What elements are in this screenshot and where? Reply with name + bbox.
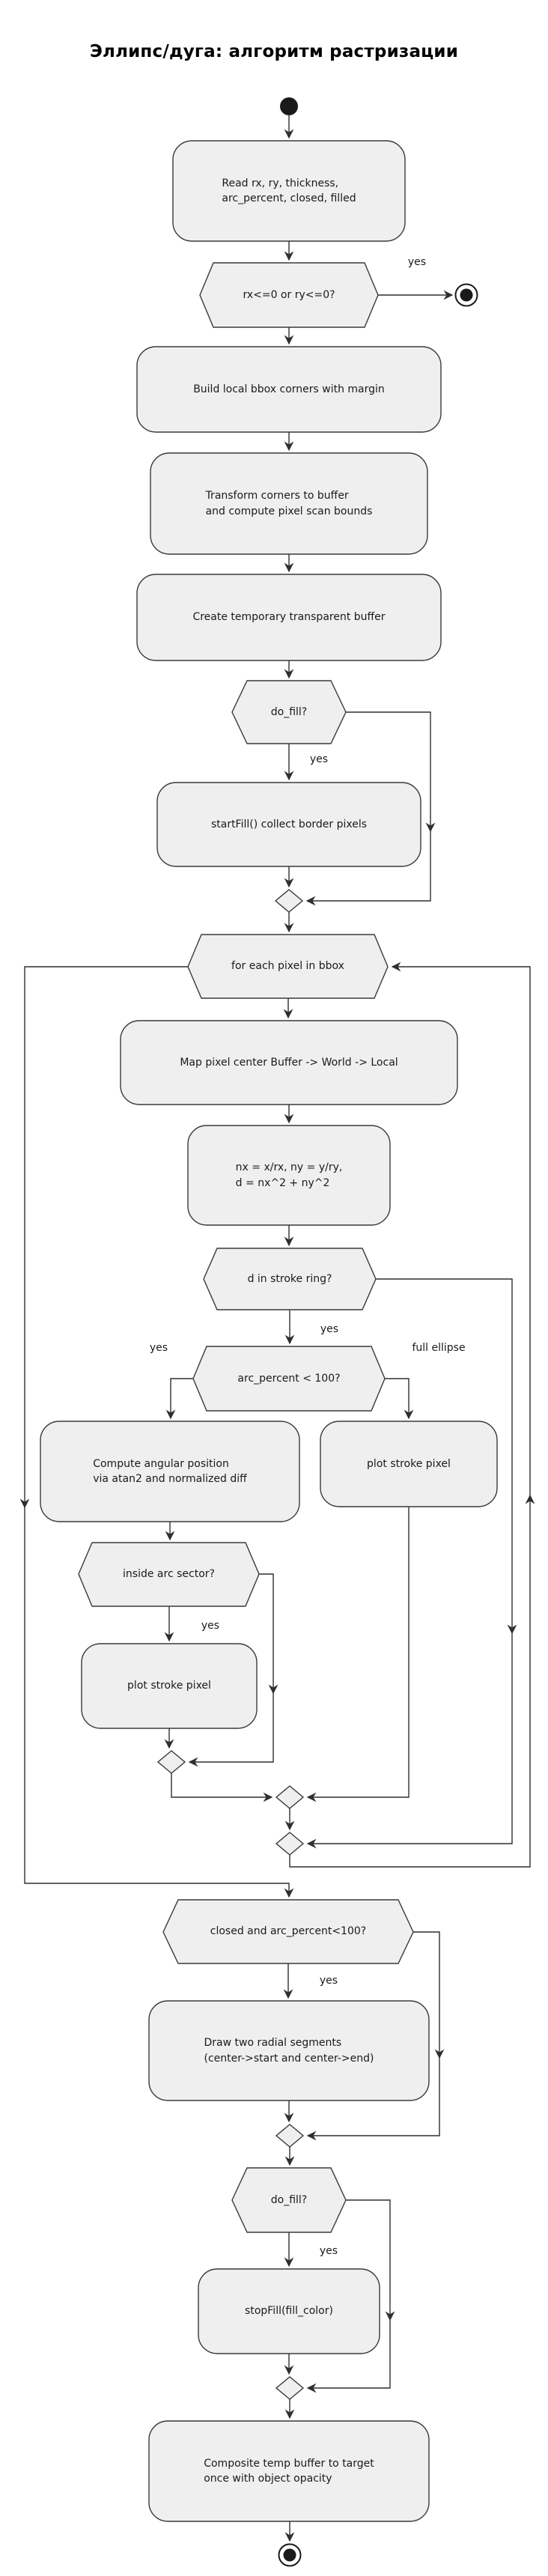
activity-build-bbox bbox=[136, 346, 442, 433]
merge-diamond-2 bbox=[156, 1750, 186, 1774]
activity-transform-corners bbox=[150, 452, 428, 555]
activity-plot-stroke-sector bbox=[81, 1643, 258, 1729]
activity-plot-stroke-full bbox=[320, 1421, 498, 1507]
edge-dofill1-no-bypass-b bbox=[305, 831, 431, 906]
activity-create-buffer bbox=[136, 574, 442, 661]
merge-diamond-6 bbox=[275, 2376, 305, 2400]
edge-arccheck-full-to-plot bbox=[385, 1378, 414, 1420]
activity-map-pixel bbox=[120, 1020, 458, 1105]
decision-inside-sector bbox=[78, 1542, 260, 1607]
activity-read-params bbox=[172, 140, 406, 242]
edge-loopback-a bbox=[289, 1494, 535, 1868]
merge-diamond-4 bbox=[275, 1832, 305, 1856]
loop-for-each-pixel bbox=[187, 934, 389, 999]
activity-normalize bbox=[187, 1125, 391, 1226]
end-node-early-dot bbox=[460, 288, 473, 302]
edge-dofill2-no-bypass-a bbox=[346, 2199, 395, 2321]
edge-dofill1-no-bypass-a bbox=[346, 711, 436, 833]
activity-composite bbox=[148, 2420, 430, 2522]
edge-loopback-b bbox=[391, 962, 531, 1495]
edge-foreach-exit-a bbox=[19, 966, 188, 1509]
edge-arccheck-yes-to-compute bbox=[165, 1378, 193, 1420]
activity-compute-angular bbox=[40, 1421, 300, 1522]
decision-check-radii bbox=[199, 262, 379, 328]
decision-closed-check bbox=[162, 1899, 414, 1964]
decision-do-fill-2 bbox=[231, 2167, 347, 2233]
merge-diamond-5 bbox=[275, 2124, 305, 2148]
edge-strokering-no-bypass-a bbox=[376, 1278, 517, 1635]
edge-closedcheck-no-bypass-b bbox=[306, 2058, 440, 2141]
edge-insidesector-no-bypass-b bbox=[188, 1693, 274, 1767]
decision-stroke-ring bbox=[203, 1248, 377, 1310]
decision-do-fill-1 bbox=[231, 680, 347, 744]
merge-diamond-3 bbox=[275, 1785, 305, 1809]
decision-arc-percent bbox=[192, 1346, 386, 1412]
start-node bbox=[280, 97, 298, 115]
activity-draw-segments bbox=[148, 2000, 430, 2101]
diagram-title: Эллипс/дуга: алгоритм растризации bbox=[89, 42, 459, 61]
edge-insidesector-no-bypass-a bbox=[259, 1573, 278, 1695]
edge-foreach-exit-b bbox=[24, 1507, 294, 1898]
edge-closedcheck-no-bypass-a bbox=[413, 1931, 445, 2059]
edge-strokering-no-bypass-b bbox=[306, 1633, 513, 1849]
end-node-final-dot bbox=[283, 2548, 296, 2562]
activity-start-fill bbox=[156, 782, 421, 867]
activity-stop-fill bbox=[198, 2268, 380, 2354]
merge-diamond-1 bbox=[274, 889, 304, 913]
edge-plotfull-to-merge3 bbox=[306, 1507, 410, 1802]
edge-merge2-to-merge3 bbox=[171, 1773, 273, 1802]
edge-dofill2-no-bypass-b bbox=[306, 2320, 391, 2393]
